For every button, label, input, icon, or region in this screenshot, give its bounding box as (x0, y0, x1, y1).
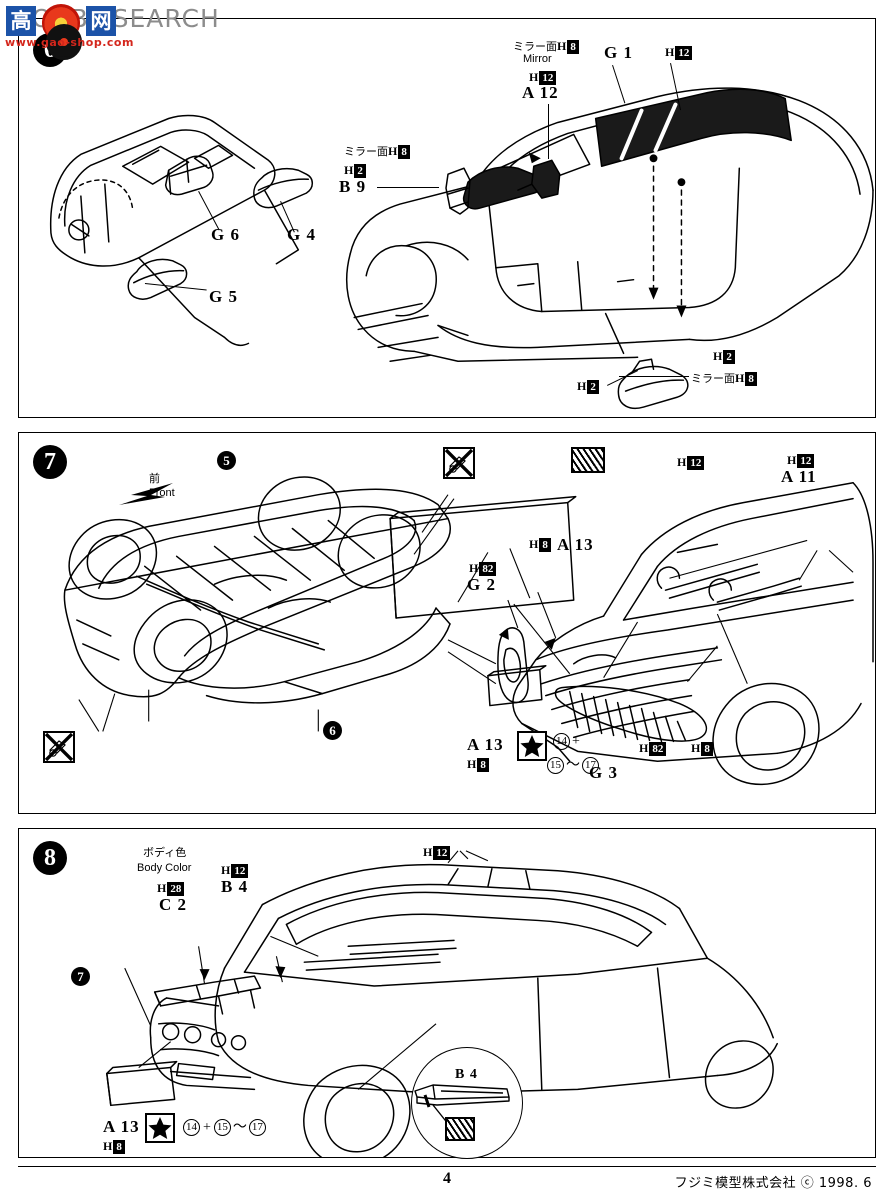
no-glue-icon-2 (443, 447, 475, 479)
footer-divider (18, 1166, 876, 1167)
decal-sequence-7: 14+ (553, 733, 582, 750)
label-part-g6: G 6 (211, 225, 240, 244)
label-body-color-jp: ボディ色 (143, 846, 187, 859)
label-part-a13-upper: A 13 (557, 535, 594, 554)
page-footer: 4 フジミ模型株式会社 ⓒ 1998. 6 (18, 1166, 876, 1194)
step-number-badge-6: 6 (33, 33, 67, 67)
label-part-g1: G 1 (604, 43, 633, 62)
label-part-a12: A 12 (522, 83, 559, 102)
leader-a12 (547, 104, 549, 159)
leader-b9 (377, 187, 439, 189)
sanding-hatch-icon-detail (445, 1117, 475, 1141)
label-part-g4: G 4 (287, 225, 316, 244)
step-8-illustration (106, 850, 778, 1157)
decal-sequence-8: 14+15〜17 (183, 1119, 266, 1136)
decal-range-7: 15〜17 (547, 757, 599, 774)
copyright-notice: フジミ模型株式会社 ⓒ 1998. 6 (674, 1176, 872, 1191)
label-part-g5: G 5 (209, 287, 238, 306)
label-detail-b4: B 4 (455, 1067, 478, 1082)
leader-mirror-right (619, 376, 689, 378)
label-part-g3: G 3 (589, 763, 618, 782)
no-glue-icon (43, 731, 75, 763)
part-index-7: 7 (71, 967, 90, 986)
label-part-b4: B 4 (221, 877, 249, 896)
label-front-en: Front (149, 487, 175, 499)
label-part-a11: A 11 (781, 467, 817, 486)
part-index-5: 5 (217, 451, 236, 470)
star-decal-icon-8 (145, 1113, 175, 1143)
step-number-badge-7: 7 (33, 445, 67, 479)
label-body-color-en: Body Color (137, 862, 192, 874)
page-number: 4 (443, 1170, 451, 1187)
step-number-badge-8: 8 (33, 841, 67, 875)
label-front-jp: 前 (149, 472, 160, 485)
label-part-a13-lower: A 13 (467, 735, 504, 754)
label-part-b9: B 9 (339, 177, 367, 196)
step-6-illustration (49, 87, 874, 410)
label-part-a13: A 13 (103, 1117, 140, 1136)
label-part-g2: G 2 (467, 575, 496, 594)
label-part-c2: C 2 (159, 895, 188, 914)
front-arrow-icon (119, 483, 173, 505)
detail-b4-illustration (414, 1084, 510, 1126)
part-index-6: 6 (323, 721, 342, 740)
star-decal-icon (517, 731, 547, 761)
step-7-illustration (63, 476, 874, 786)
label-mirror-en: Mirror (523, 53, 552, 65)
sanding-hatch-icon (571, 447, 605, 473)
